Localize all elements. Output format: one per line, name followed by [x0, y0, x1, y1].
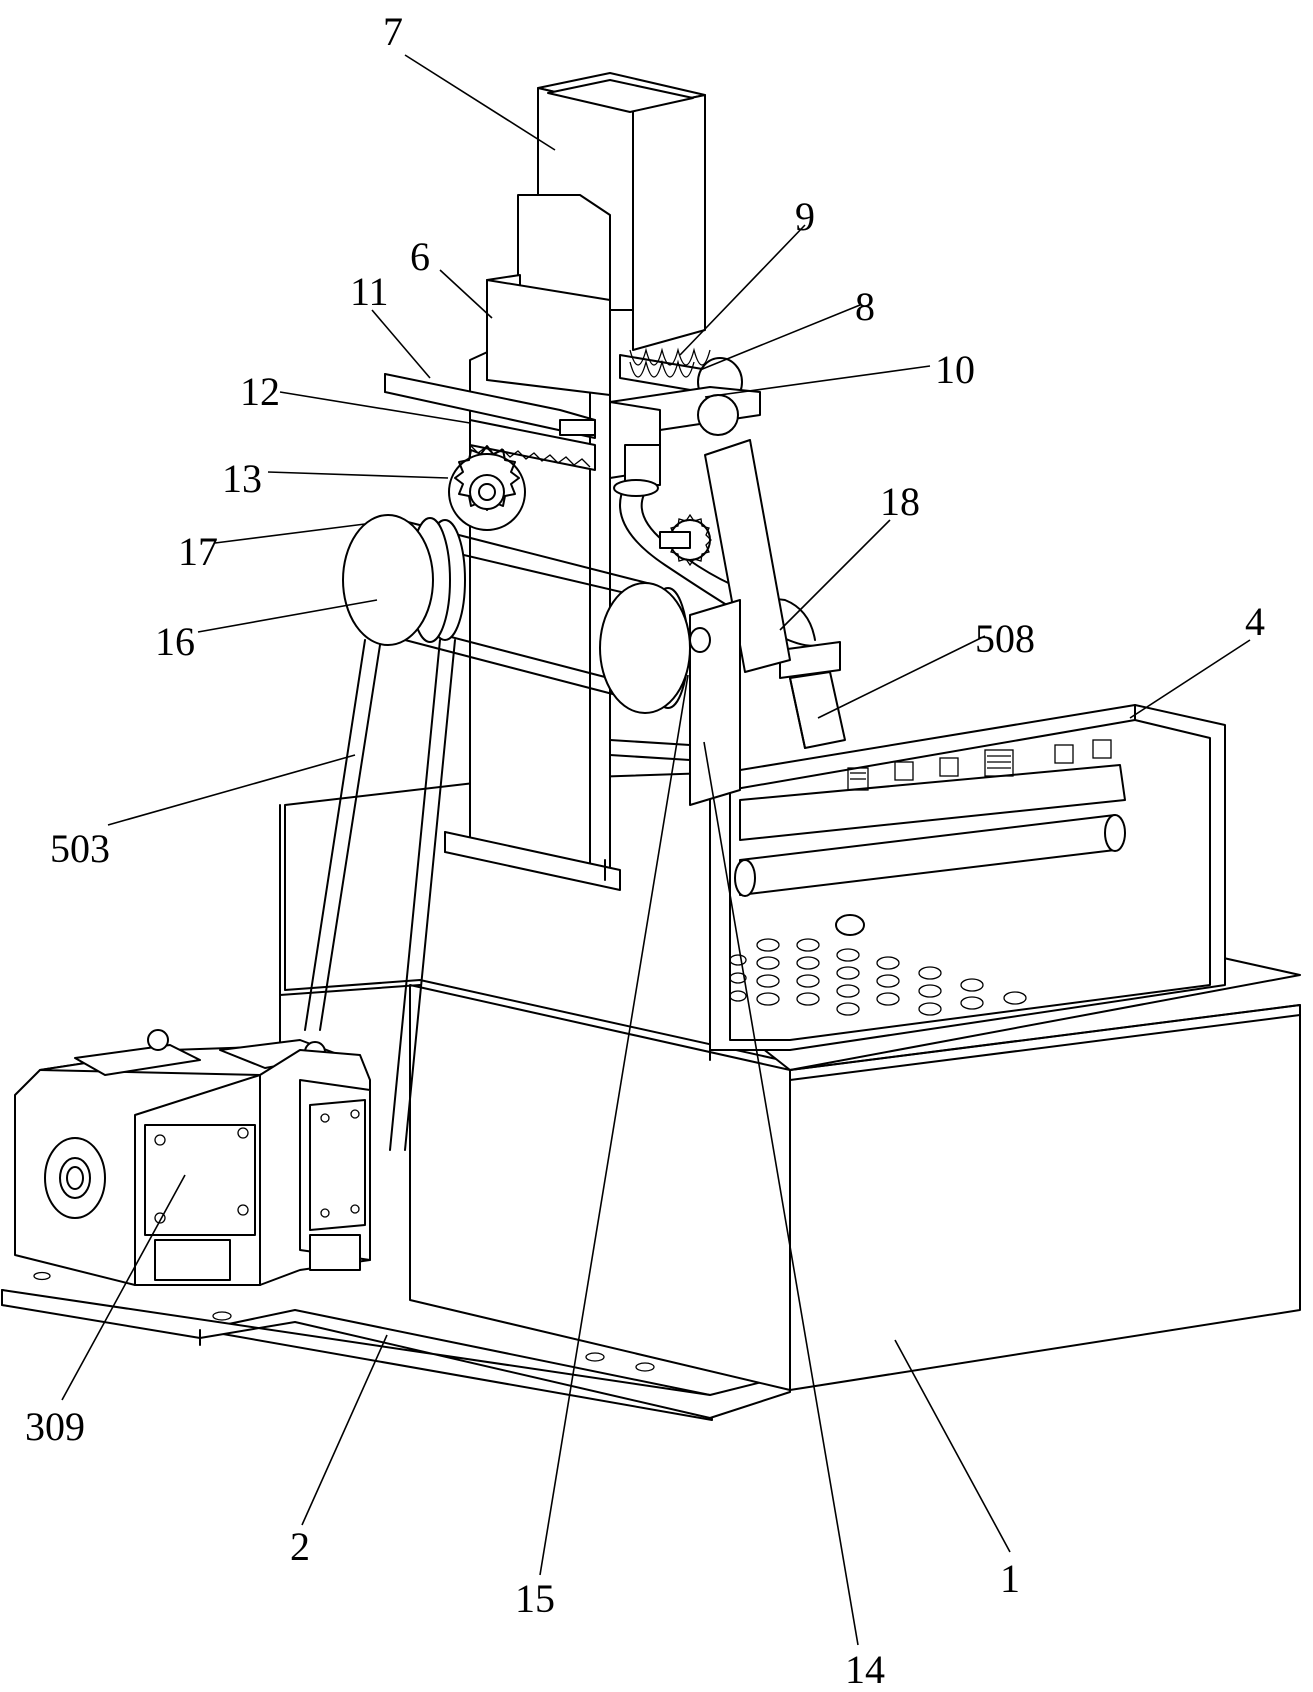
label-503: 503 — [50, 826, 110, 871]
label-2: 2 — [290, 1524, 310, 1569]
label-18: 18 — [880, 479, 920, 524]
label-1: 1 — [1000, 1556, 1020, 1601]
label-17: 17 — [178, 529, 218, 574]
motor-unit — [14, 1029, 371, 1286]
rear-arm — [659, 439, 791, 673]
label-14: 14 — [845, 1647, 885, 1692]
label-9: 9 — [795, 194, 815, 239]
label-8: 8 — [855, 284, 875, 329]
label-13: 13 — [222, 456, 262, 501]
label-7: 7 — [383, 9, 403, 54]
base-plate — [1, 1271, 791, 1421]
label-10: 10 — [935, 347, 975, 392]
leader-lines — [61, 54, 1251, 1646]
drive-belt — [304, 639, 456, 1151]
label-11: 11 — [350, 269, 389, 314]
label-16: 16 — [155, 619, 195, 664]
pulley-right — [599, 582, 711, 714]
label-15: 15 — [515, 1576, 555, 1621]
pulley-left — [342, 514, 466, 646]
upper-chamber — [709, 704, 1226, 1061]
label-6: 6 — [410, 234, 430, 279]
label-12: 12 — [240, 369, 280, 414]
gear — [448, 445, 526, 531]
label-309: 309 — [25, 1404, 85, 1449]
reference-labels: 7 9 6 8 11 10 12 13 18 17 508 16 4 503 3… — [25, 9, 1265, 1692]
label-4: 4 — [1245, 599, 1265, 644]
rack-plate — [384, 373, 596, 471]
pipe-assembly — [613, 479, 846, 749]
label-508: 508 — [975, 616, 1035, 661]
slider-block — [486, 194, 611, 396]
brush-rows — [729, 938, 1027, 1016]
spring-assembly — [609, 347, 761, 486]
